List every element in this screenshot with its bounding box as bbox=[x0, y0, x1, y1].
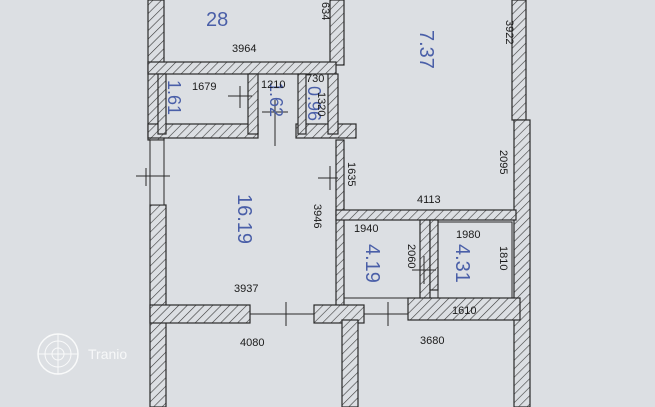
area-label-main: 16.19 bbox=[233, 194, 255, 244]
wall-v-small-4 bbox=[327, 73, 339, 135]
dim-3946: 3946 bbox=[311, 204, 323, 228]
dim-1610: 1610 bbox=[452, 305, 476, 317]
closet-box-a bbox=[343, 219, 421, 299]
wall-h-small-rooms-bottom-2 bbox=[295, 123, 357, 139]
wall-top-stub bbox=[329, 0, 345, 66]
wall-v-small-2 bbox=[247, 73, 259, 135]
wall-v-closet-a bbox=[419, 219, 431, 311]
dim-1980: 1980 bbox=[456, 229, 480, 241]
wall-v-small-1 bbox=[157, 73, 167, 135]
closet-box-b bbox=[437, 221, 513, 299]
wall-h-upper bbox=[147, 61, 337, 75]
dim-3937: 3937 bbox=[234, 283, 258, 295]
tranio-logo: Tranio bbox=[37, 333, 127, 375]
area-label-mid-a: 4.19 bbox=[361, 244, 383, 283]
wall-v-closet-b bbox=[429, 219, 439, 291]
wall-v-main-right bbox=[335, 139, 345, 311]
area-label-top-left: 28 bbox=[206, 9, 228, 31]
wall-h-lower-left bbox=[149, 304, 251, 324]
dim-1320: 1320 bbox=[315, 92, 327, 116]
dim-1635: 1635 bbox=[345, 162, 357, 186]
wall-left-door-gap bbox=[149, 139, 165, 206]
dim-1940: 1940 bbox=[354, 223, 378, 235]
dim-3922: 3922 bbox=[503, 20, 515, 44]
dim-4080: 4080 bbox=[240, 337, 264, 349]
area-label-small-c: 0.96 bbox=[304, 86, 324, 121]
area-label-small-b: 1.62 bbox=[266, 82, 286, 117]
area-label-top-right: 7.37 bbox=[415, 30, 437, 69]
dim-1210: 1210 bbox=[261, 79, 285, 91]
dim-1679: 1679 bbox=[192, 81, 216, 93]
dim-4113: 4113 bbox=[417, 194, 441, 206]
wall-right-lower bbox=[513, 119, 531, 407]
dim-2095: 2095 bbox=[497, 150, 509, 174]
dim-3680: 3680 bbox=[420, 335, 444, 347]
tranio-logo-text: Tranio bbox=[88, 346, 127, 362]
wall-v-bottom-mid bbox=[341, 319, 359, 407]
dim-1810: 1810 bbox=[497, 246, 509, 270]
area-label-small-a: 1.61 bbox=[164, 80, 184, 115]
dim-2060: 2060 bbox=[405, 244, 417, 268]
wall-h-mid bbox=[335, 209, 517, 221]
area-label-mid-b: 4.31 bbox=[451, 244, 473, 283]
dim-634: 634 bbox=[319, 2, 331, 20]
dim-730: 730 bbox=[306, 73, 324, 85]
wall-v-small-3 bbox=[297, 73, 307, 135]
dim-3964: 3964 bbox=[232, 43, 256, 55]
wall-right-upper bbox=[511, 0, 527, 121]
